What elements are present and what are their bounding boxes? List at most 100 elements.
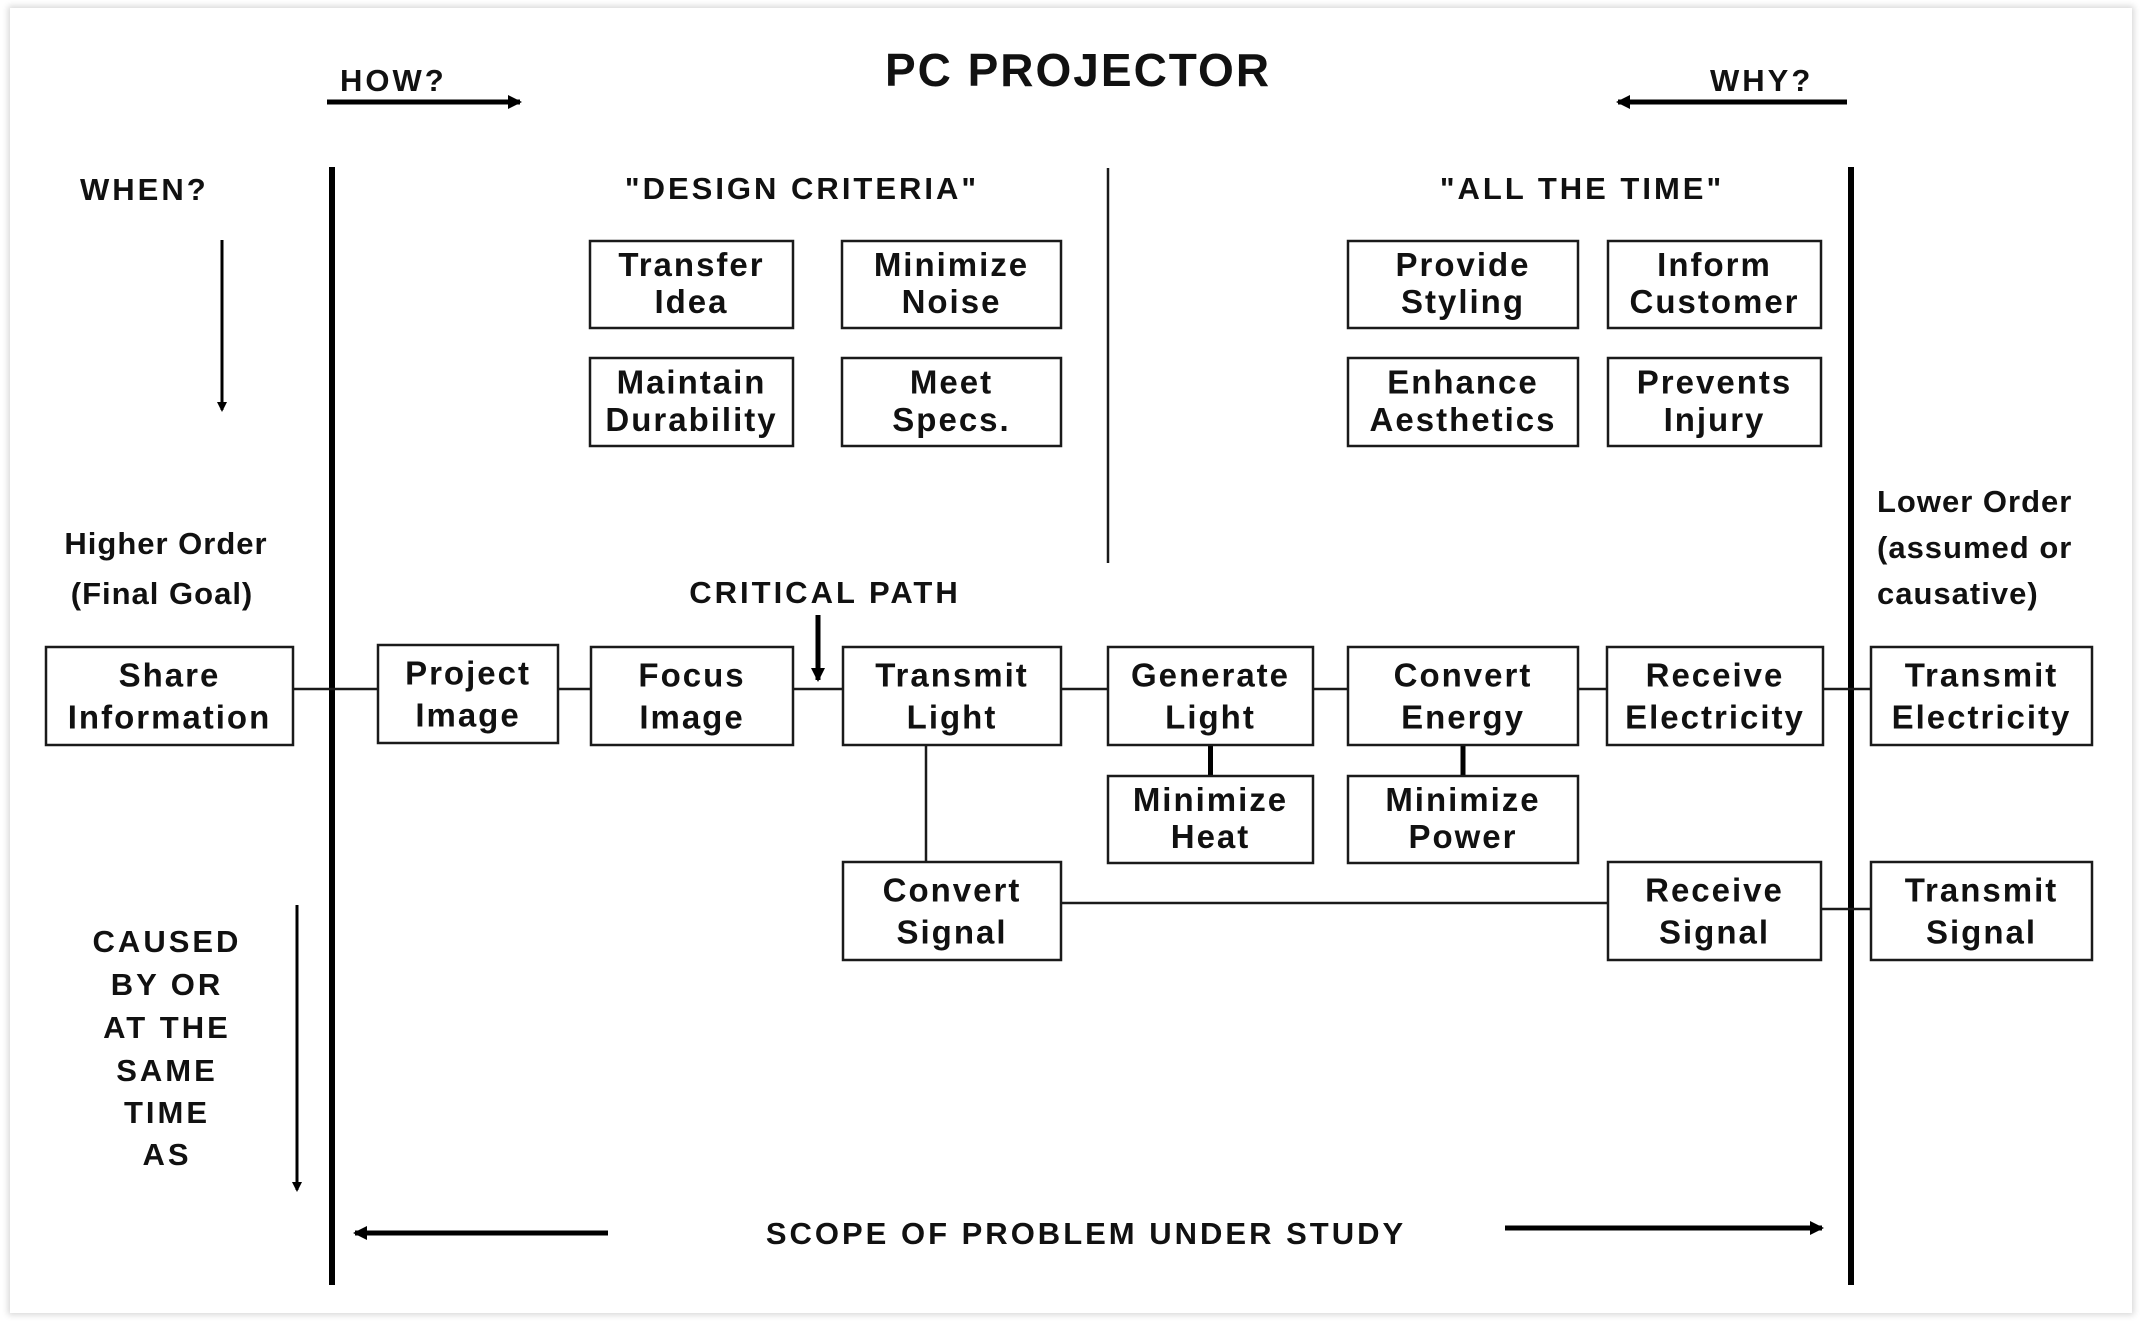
- box-label-line: Idea: [654, 283, 728, 320]
- box-frame: [1346, 645, 1580, 747]
- box-label-line: Image: [415, 696, 520, 733]
- box-label-line: Electricity: [1625, 698, 1805, 735]
- box-label-line: Transmit: [875, 657, 1029, 694]
- box-frame: [1106, 774, 1315, 865]
- caused-by-label: CAUSED BY OR AT THE SAME TIME AS: [93, 924, 242, 1172]
- box-label-line: Signal: [1659, 913, 1770, 950]
- box-label-line: Maintain: [617, 364, 767, 401]
- box-label-line: Durability: [605, 401, 777, 438]
- box-label-line: Injury: [1664, 401, 1766, 438]
- higher-order-label: Higher Order (Final Goal): [64, 526, 267, 611]
- box-label-line: Generate: [1131, 657, 1290, 694]
- how-label: HOW?: [340, 63, 447, 98]
- caused-by-line: AS: [142, 1137, 191, 1172]
- when-label: WHEN?: [80, 172, 209, 207]
- lower-order-line: (assumed or: [1877, 530, 2072, 565]
- why-label: WHY?: [1710, 63, 1813, 98]
- box-frame: [1606, 239, 1823, 330]
- box-frame: [1106, 645, 1315, 747]
- box-label-line: Focus: [638, 657, 745, 694]
- box-frame: [1346, 774, 1580, 865]
- box-label-line: Electricity: [1892, 698, 2072, 735]
- caused-by-line: AT THE: [103, 1010, 231, 1045]
- higher-order-line: Higher Order: [64, 526, 267, 561]
- box-frame: [1346, 239, 1580, 330]
- box-frame: [588, 356, 795, 448]
- box-frame: [1606, 356, 1823, 448]
- box-frame: [588, 239, 795, 330]
- box-label-line: Customer: [1629, 283, 1799, 320]
- box-label-line: Enhance: [1387, 364, 1539, 401]
- higher-order-line: (Final Goal): [71, 576, 254, 611]
- connectors: [293, 687, 1871, 911]
- box-frame: [1869, 645, 2094, 747]
- box-frame: [1346, 356, 1580, 448]
- scope-label: SCOPE OF PROBLEM UNDER STUDY: [766, 1216, 1406, 1251]
- box-label-line: Transmit: [1905, 657, 2059, 694]
- box-label-line: Energy: [1401, 698, 1525, 735]
- caused-by-line: CAUSED: [93, 924, 242, 959]
- design-criteria-heading: "DESIGN CRITERIA": [625, 171, 979, 206]
- box-label-line: Image: [639, 698, 744, 735]
- box-label-line: Meet: [910, 364, 993, 401]
- box-label-line: Light: [907, 698, 998, 735]
- box-label-line: Heat: [1171, 818, 1251, 855]
- critical-path-label: CRITICAL PATH: [689, 575, 961, 610]
- box-frame: [1869, 860, 2094, 962]
- box-label-line: Styling: [1401, 283, 1525, 320]
- box-label-line: Provide: [1395, 246, 1530, 283]
- all-the-time-heading: "ALL THE TIME": [1440, 171, 1724, 206]
- box-frame: [1606, 860, 1823, 962]
- box-frame: [589, 645, 795, 747]
- box-label-line: Light: [1165, 698, 1256, 735]
- caused-by-line: TIME: [124, 1095, 210, 1130]
- box-label-line: Specs.: [892, 401, 1010, 438]
- box-label-line: Receive: [1646, 657, 1785, 694]
- box-label-line: Convert: [1394, 657, 1533, 694]
- box-label-line: Transmit: [1905, 872, 2059, 909]
- box-label-line: Signal: [1926, 913, 2037, 950]
- function-boxes: TransferIdeaMinimizeNoiseMaintainDurabil…: [44, 239, 2094, 962]
- caused-by-line: BY OR: [111, 967, 224, 1002]
- box-label-line: Transfer: [618, 246, 764, 283]
- lower-order-line: causative): [1877, 576, 2039, 611]
- box-label-line: Minimize: [1385, 781, 1540, 818]
- box-label-line: Minimize: [1133, 781, 1288, 818]
- box-label-line: Information: [68, 698, 271, 735]
- box-frame: [1605, 645, 1825, 747]
- box-label-line: Receive: [1645, 872, 1784, 909]
- box-label-line: Aesthetics: [1370, 401, 1557, 438]
- box-frame: [44, 645, 295, 747]
- lower-order-line: Lower Order: [1877, 484, 2072, 519]
- box-label-line: Inform: [1657, 246, 1772, 283]
- caused-by-line: SAME: [116, 1053, 218, 1088]
- box-label-line: Noise: [902, 283, 1002, 320]
- box-frame: [840, 356, 1063, 448]
- box-label-line: Share: [119, 657, 221, 694]
- box-frame: [376, 643, 560, 745]
- box-label-line: Signal: [896, 913, 1007, 950]
- box-frame: [841, 645, 1063, 747]
- box-frame: [841, 860, 1063, 962]
- box-label-line: Convert: [883, 872, 1022, 909]
- lower-order-label: Lower Order (assumed or causative): [1877, 484, 2072, 611]
